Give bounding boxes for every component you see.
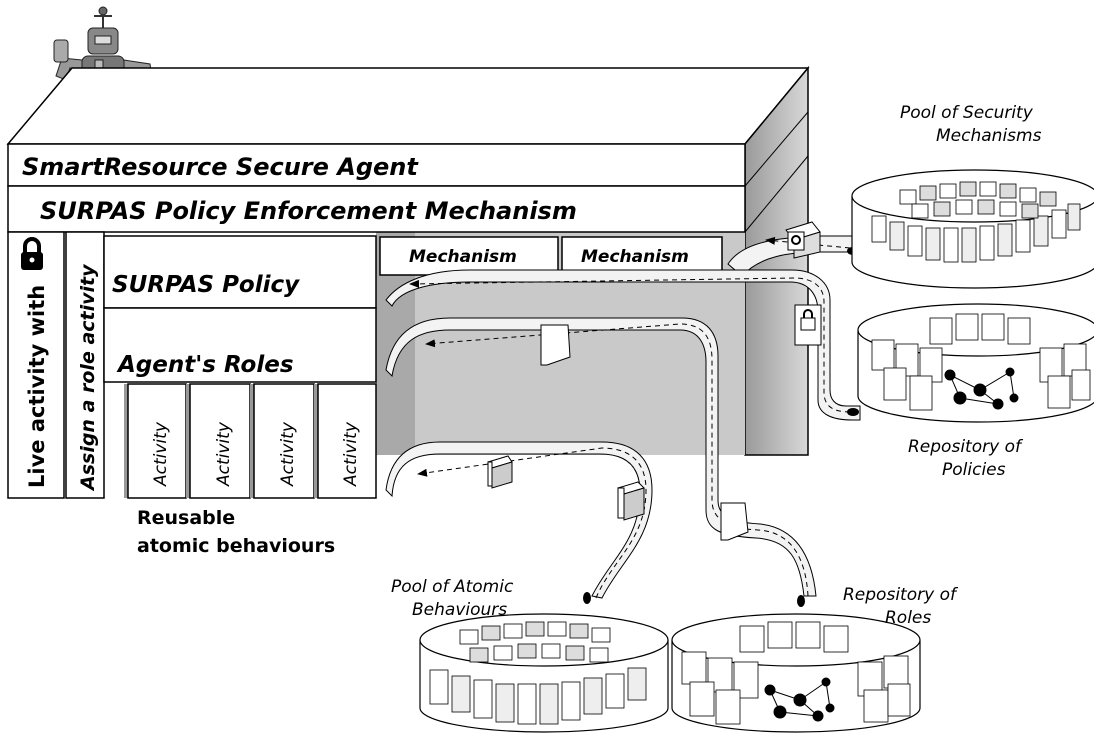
assign-role-label: Assign a role activity — [77, 263, 99, 492]
roles-label: Agent's Roles — [116, 352, 294, 378]
activity-3-label: Activity — [278, 421, 298, 487]
package-icon — [488, 456, 644, 520]
activity-4-label: Activity — [341, 421, 361, 487]
mechanism-2-label: Mechanism — [581, 247, 689, 267]
security-label-2: Mechanisms — [936, 126, 1042, 146]
policy-label: SURPAS Policy — [112, 272, 300, 298]
reusable-line-2: atomic behaviours — [137, 535, 335, 557]
repository-roles — [672, 614, 920, 732]
activity-1-label: Activity — [151, 421, 171, 487]
reusable-line-1: Reusable — [137, 507, 235, 529]
enforcement-title: SURPAS Policy Enforcement Mechanism — [40, 197, 577, 225]
pool-security-mechanisms — [852, 170, 1094, 288]
atomic-label-2: Behaviours — [412, 600, 507, 620]
lock-document-icon — [795, 305, 821, 345]
live-activity-label: Live activity with — [25, 285, 49, 488]
roles-store-label-2: Roles — [885, 608, 931, 628]
agent-title: SmartResource Secure Agent — [22, 153, 419, 181]
mechanism-1-label: Mechanism — [409, 247, 517, 267]
policies-label-2: Policies — [942, 460, 1006, 480]
policies-label-1: Repository of — [908, 437, 1024, 457]
roles-store-label-1: Repository of — [843, 585, 959, 605]
activity-2-label: Activity — [214, 421, 234, 487]
repository-policies — [858, 304, 1094, 422]
pool-atomic-behaviours — [420, 614, 668, 732]
security-label-1: Pool of Security — [900, 103, 1034, 123]
atomic-label-1: Pool of Atomic — [391, 577, 514, 597]
